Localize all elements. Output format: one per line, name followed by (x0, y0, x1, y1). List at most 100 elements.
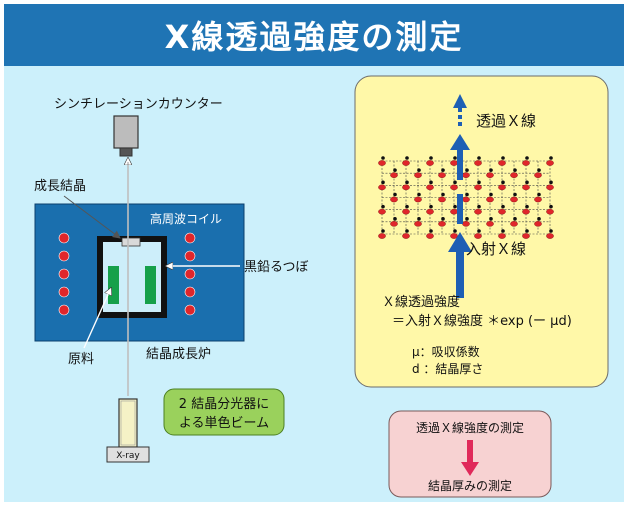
scintillation-counter-icon (113, 115, 139, 157)
lattice-atom-small (405, 156, 409, 160)
xray-source-label: X-ray (116, 451, 140, 461)
lattice-atom (402, 160, 410, 166)
lattice-atom-small (489, 192, 493, 197)
lattice-atom-small (429, 229, 433, 233)
slide: X線透過強度の測定 シンチレーションカウンター 成長結晶 (4, 4, 624, 502)
lattice-atom (522, 184, 530, 191)
lattice-atom-small (405, 204, 409, 209)
lattice-atom (402, 184, 410, 191)
lattice-atom-small (453, 204, 457, 209)
lattice-atom (534, 172, 542, 178)
result-line2: 結晶厚みの測定 (428, 478, 512, 493)
lattice-atom-small (405, 229, 409, 233)
lattice-atom (426, 233, 434, 239)
lattice-atom (450, 160, 458, 166)
lattice-atom-small (525, 204, 529, 209)
crystal-pointer (63, 195, 121, 239)
incident-beam-arrow (448, 94, 472, 298)
lattice-atom-small (453, 156, 457, 160)
lattice-atom-small (549, 180, 553, 185)
lattice-atom-small (513, 217, 517, 221)
lattice-atom-small (549, 229, 553, 233)
crucible (97, 236, 167, 318)
heater-coils-right (184, 232, 196, 316)
lattice-atom (474, 208, 482, 215)
lattice-atom-small (501, 204, 505, 209)
lattice-atom (462, 221, 470, 227)
lattice-atom-small (417, 192, 421, 197)
lattice-atom-small (549, 204, 553, 209)
lattice-atom-small (513, 168, 517, 172)
coil-label: 高周波コイル (150, 211, 222, 226)
result-line1: 透過Ｘ線強度の測定 (416, 420, 524, 435)
lattice-atom (402, 233, 410, 239)
lattice-atom (414, 172, 422, 178)
lattice-atom (522, 233, 530, 239)
lattice-atom-small (393, 217, 397, 221)
lattice-atom-small (537, 217, 541, 221)
title-bar: X線透過強度の測定 (4, 4, 624, 66)
monochromator-note (163, 388, 285, 436)
lattice-atom (390, 196, 398, 203)
lattice-atom-small (525, 229, 529, 233)
lattice-atom (510, 196, 518, 203)
lattice-atom (522, 160, 530, 166)
lattice-atom-small (429, 204, 433, 209)
lattice-atom (546, 233, 554, 239)
mu-definition: μ：吸収係数 (412, 344, 480, 359)
lattice-atom-small (549, 156, 553, 160)
result-arrow-icon (461, 440, 479, 476)
lattice-atom-small (501, 229, 505, 233)
lattice-atom (378, 233, 386, 239)
lattice-atom-small (393, 168, 397, 172)
incident-xray-label: 入射Ｘ線 (466, 240, 526, 258)
counter-label: シンチレーションカウンター (54, 97, 223, 112)
lattice-atom-small (537, 192, 541, 197)
lattice-atom (546, 160, 554, 166)
diagram: シンチレーションカウンター 成長結晶 高周波コイル (34, 75, 609, 498)
lattice-atom (378, 208, 386, 215)
lattice-atom (510, 221, 518, 227)
lattice-atom-small (477, 204, 481, 209)
lattice-atom (390, 221, 398, 227)
monochromator-note-line1: 2 結晶分光器に (179, 397, 269, 412)
transmitted-xray-label: 透過Ｘ線 (476, 112, 536, 130)
lattice-atom-small (537, 168, 541, 172)
lattice-atom-small (441, 217, 445, 221)
lattice-atom (534, 221, 542, 227)
lattice-atom (486, 172, 494, 178)
lattice-atom-small (477, 180, 481, 185)
lattice-atom (438, 196, 446, 203)
formula-line1: Ｘ線透過強度 (382, 294, 460, 310)
lattice-atom-small (477, 229, 481, 233)
lattice-atom-small (501, 156, 505, 160)
lattice-atom-small (381, 180, 385, 185)
monochromator-note-line2: よる単色ビーム (179, 415, 269, 431)
raw-material-pointer (83, 288, 111, 349)
lattice-atom-small (441, 192, 445, 197)
lattice-atom (414, 221, 422, 227)
lattice-atom (438, 221, 446, 227)
lattice-atom-small (489, 217, 493, 221)
lattice-atom (474, 233, 482, 239)
lattice-atom (534, 196, 542, 203)
lattice-atom-small (429, 180, 433, 185)
lattice-atom-small (381, 204, 385, 209)
d-definition: d ：結晶厚さ (412, 362, 483, 376)
lattice-atom (474, 184, 482, 191)
lattice-atom-small (513, 192, 517, 197)
lattice-atom-small (393, 192, 397, 197)
lattice-atom-small (417, 168, 421, 172)
lattice-atom (486, 196, 494, 203)
lattice-atom-small (405, 180, 409, 185)
heater-coils-left (58, 232, 70, 316)
lattice-atom (546, 184, 554, 191)
lattice-atom (546, 208, 554, 215)
lattice-atom (438, 172, 446, 178)
lattice-atom (426, 160, 434, 166)
lattice-atom (462, 172, 470, 178)
lattice-atom (378, 184, 386, 191)
crucible-label: 黒鉛るつぼ (244, 260, 308, 275)
lattice-atom (390, 172, 398, 178)
lattice-atom-small (489, 168, 493, 172)
